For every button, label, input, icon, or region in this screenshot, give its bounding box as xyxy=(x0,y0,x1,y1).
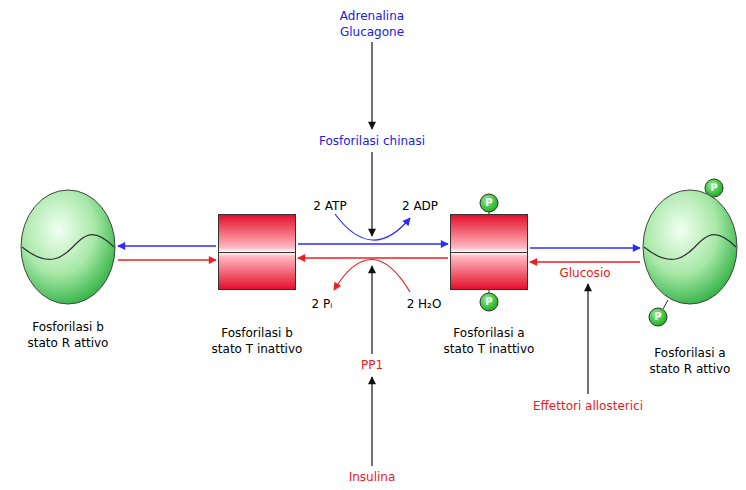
inactive-enzyme-box: Fosforilasi b stato T inattivo xyxy=(218,214,296,290)
leader-arrow xyxy=(371,266,372,354)
phosphate-symbol: P xyxy=(654,309,661,325)
regulator-label: Adrenalina Glucagone xyxy=(327,8,417,40)
leader-arrow xyxy=(371,377,372,466)
regulator-label: 2 Pᵢ xyxy=(312,296,333,312)
ellipse-shape xyxy=(643,190,737,304)
reaction-arrow xyxy=(530,261,640,262)
leader-arrow xyxy=(587,284,588,394)
phosphate-circle xyxy=(649,308,667,326)
curved-arrow xyxy=(334,259,410,292)
regulator-label: Insulina xyxy=(349,469,396,485)
reaction-arrow xyxy=(530,247,640,248)
ellipse-outline xyxy=(642,189,738,305)
phosphate-circle xyxy=(480,293,498,311)
leader-arrow xyxy=(371,42,372,129)
ellipse-outline xyxy=(20,189,116,305)
phosphate-circle xyxy=(480,194,498,212)
phosphate-symbol: P xyxy=(710,180,717,196)
phosphate-stick xyxy=(663,300,668,309)
active-enzyme-ellipse: Fosforilasi b stato R attivo xyxy=(20,189,116,305)
regulator-label: 2 H₂O xyxy=(407,296,442,312)
ellipse-shape xyxy=(21,190,115,304)
regulator-label: 2 ATP xyxy=(313,198,346,214)
enzyme-label: Fosforilasi b stato T inattivo xyxy=(205,325,309,357)
subunit-line xyxy=(451,252,527,253)
wave-line xyxy=(644,235,736,260)
regulator-label: PP1 xyxy=(361,357,383,373)
phosphate-symbol: P xyxy=(485,294,492,310)
reaction-arrow xyxy=(118,259,216,260)
reaction-arrow xyxy=(298,257,448,258)
enzyme-label: Fosforilasi a stato T inattivo xyxy=(437,325,541,357)
leader-arrow xyxy=(371,152,372,236)
enzyme-label: Fosforilasi b stato R attivo xyxy=(16,319,120,351)
wave-line xyxy=(22,235,114,260)
regulator-label: Fosforilasi chinasi xyxy=(319,133,425,149)
regulator-label: 2 ADP xyxy=(402,198,438,214)
phosphate-symbol: P xyxy=(485,195,492,211)
regulator-label: Effettori allosterici xyxy=(533,398,643,414)
active-enzyme-ellipse: Fosforilasi a stato R attivo xyxy=(642,189,738,305)
edge-label: Glucosio xyxy=(557,266,612,280)
reaction-arrow xyxy=(298,243,448,244)
reaction-arrow xyxy=(118,245,216,246)
curved-arrow xyxy=(335,214,410,240)
inactive-enzyme-box: Fosforilasi a stato T inattivo xyxy=(450,214,528,290)
subunit-line xyxy=(219,252,295,253)
enzyme-label: Fosforilasi a stato R attivo xyxy=(638,345,742,377)
